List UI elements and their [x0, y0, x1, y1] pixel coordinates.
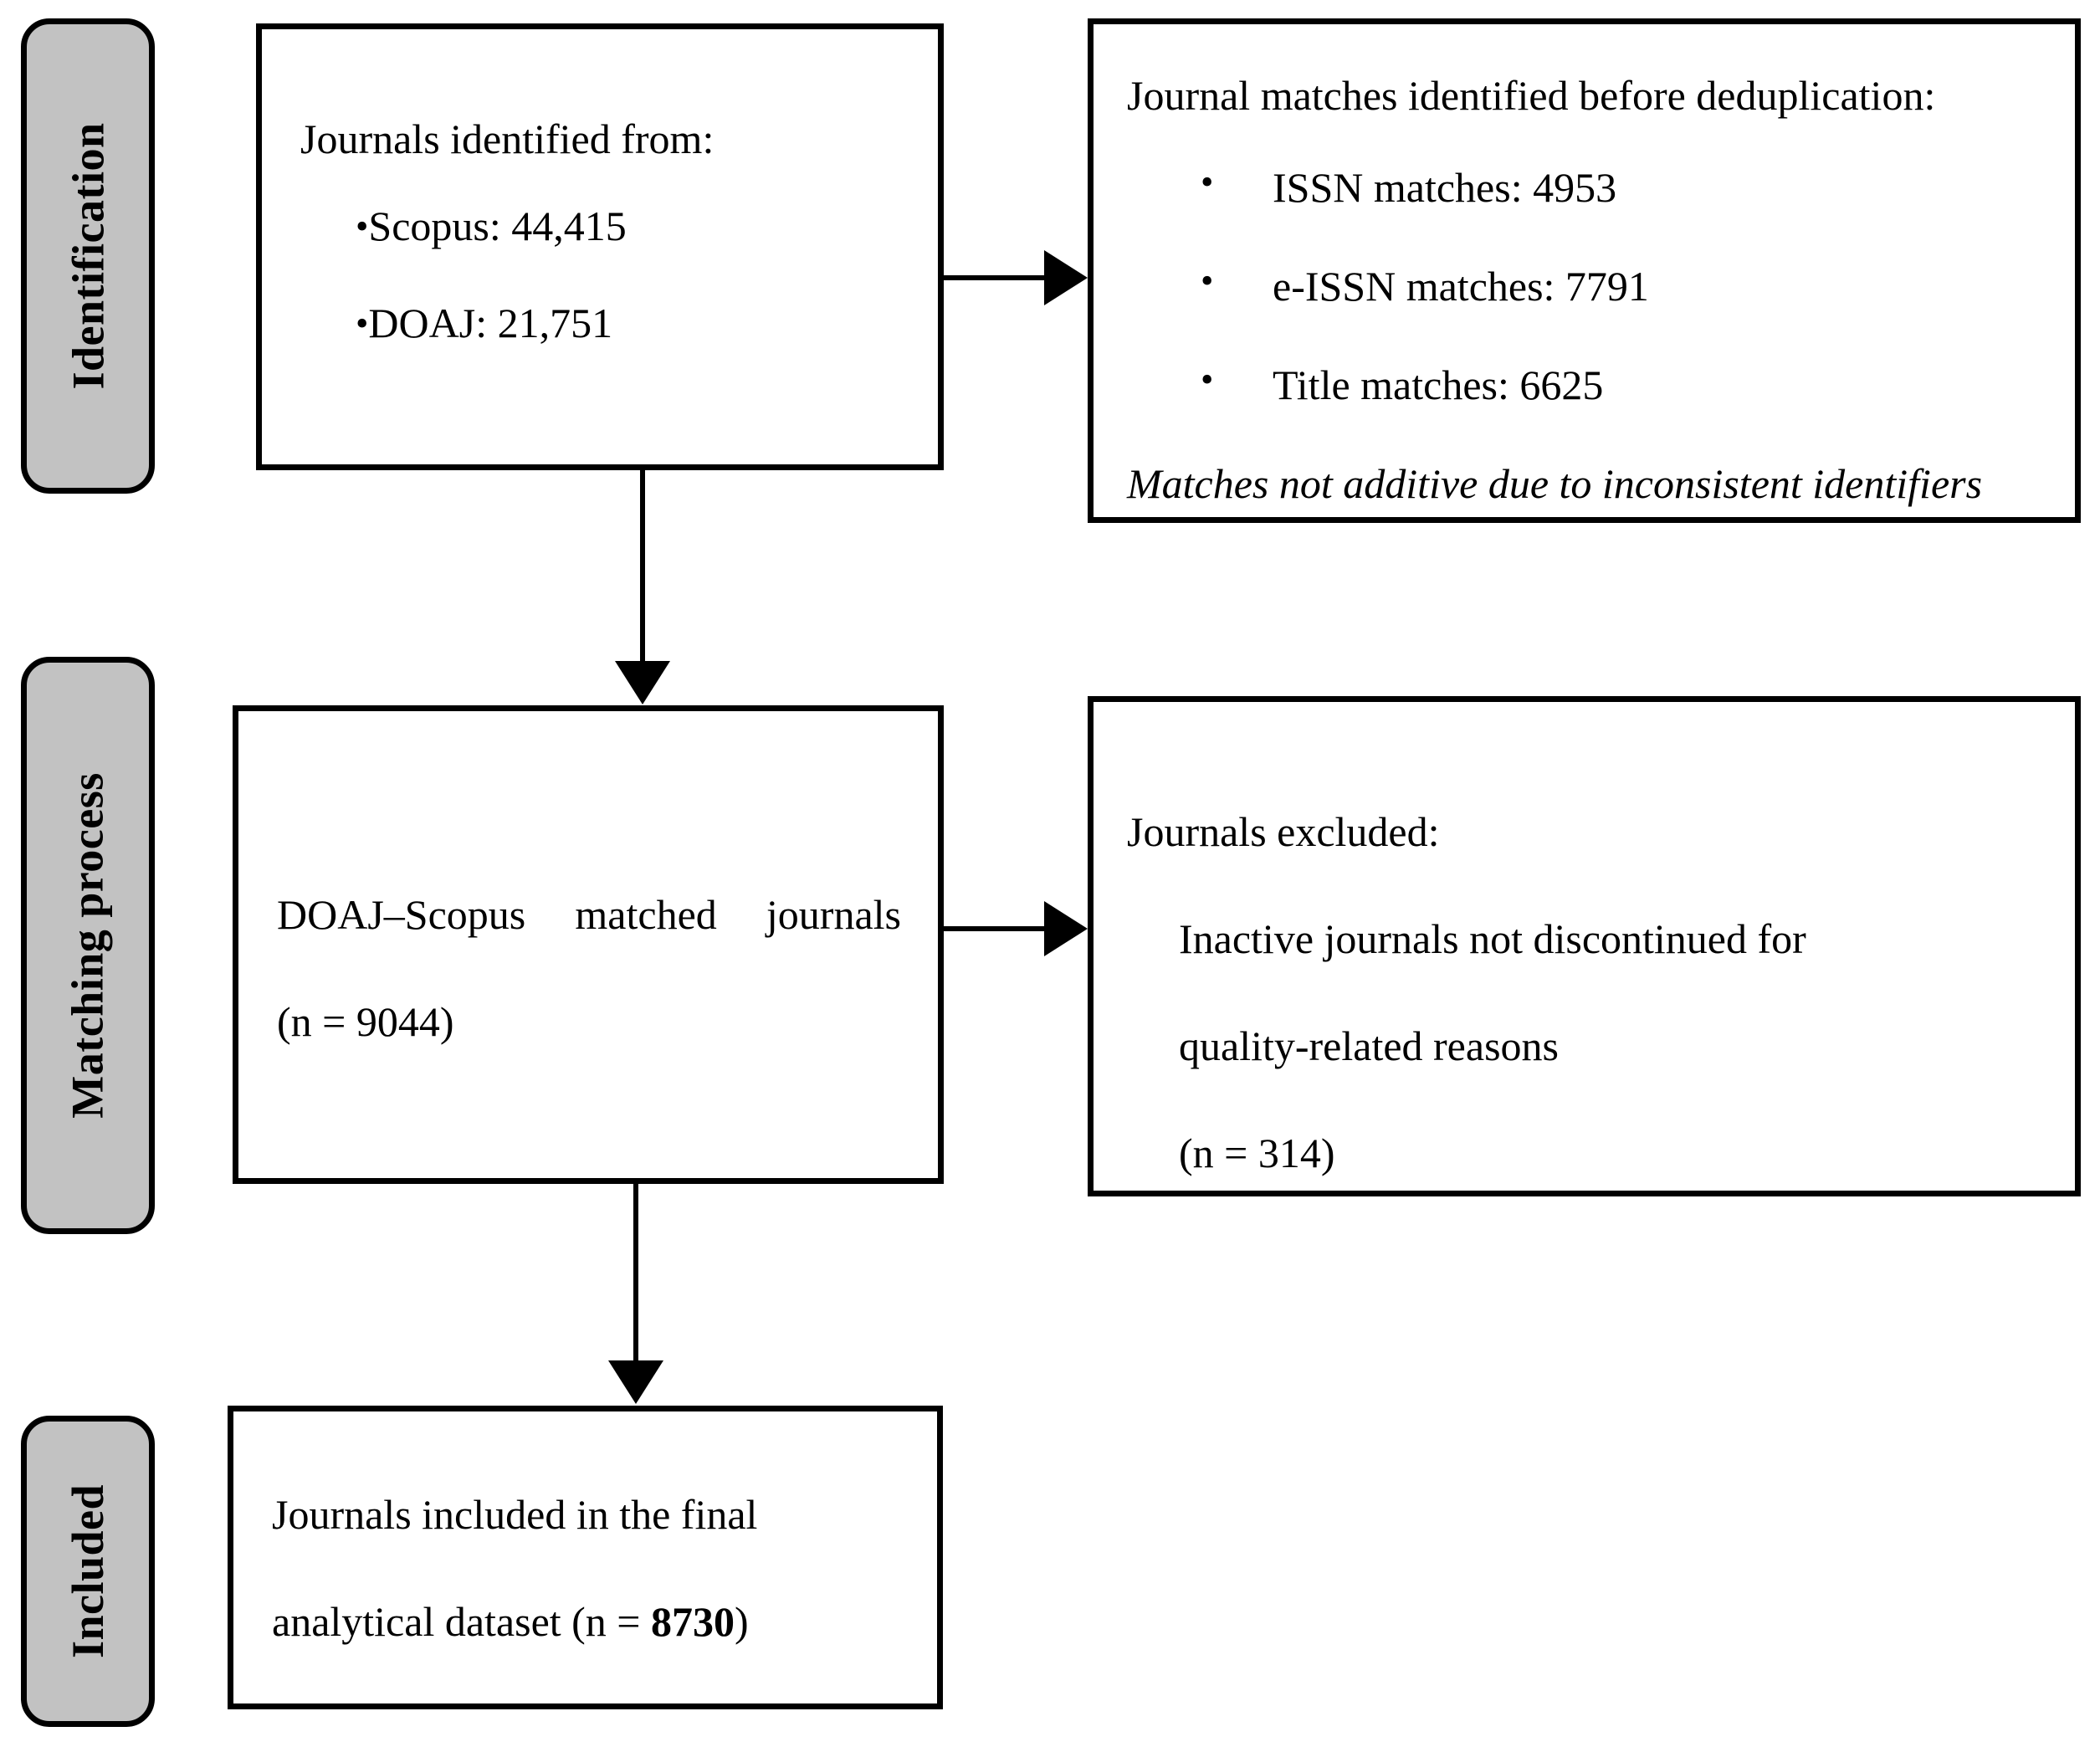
stage-tab-included: Included: [21, 1416, 155, 1727]
box-journals-excluded: Journals excluded: Inactive journals not…: [1088, 696, 2081, 1196]
spacer: [277, 935, 901, 1001]
journals-excluded-heading: Journals excluded:: [1127, 808, 1440, 855]
box-journals-identified: Journals identified from: •Scopus: 44,41…: [256, 23, 944, 470]
spacer: [1127, 1067, 2041, 1132]
stage-label-matching-process: Matching process: [63, 772, 114, 1119]
stage-tab-identification: Identification: [21, 18, 155, 494]
stage-label-included: Included: [63, 1483, 113, 1659]
journals-identified-source-list: •Scopus: 44,415 •DOAJ: 21,751: [300, 197, 904, 352]
stage-tab-matching-process: Matching process: [21, 657, 155, 1234]
box-final-dataset-content: Journals included in the final analytica…: [272, 1493, 904, 1642]
box-journal-matches: Journal matches identified before dedupl…: [1088, 18, 2081, 523]
spacer: [1127, 960, 2041, 1025]
journal-matches-note: Matches not additive due to inconsistent…: [1127, 460, 1983, 507]
spacer: [272, 1535, 904, 1601]
final-dataset-prefix: analytical dataset (n =: [272, 1598, 652, 1645]
list-item-issn-matches: ISSN matches: 4953: [1201, 156, 2041, 217]
bullet-glyph: •: [356, 206, 369, 247]
connector-identified-to-matched-arrowhead: [615, 661, 670, 704]
connector-matched-to-final-line: [633, 1184, 638, 1361]
final-dataset-suffix: ): [735, 1598, 749, 1645]
journal-matches-list: ISSN matches: 4953 e-ISSN matches: 7791 …: [1127, 156, 2041, 414]
journals-excluded-reason-line1: Inactive journals not discontinued for: [1179, 915, 1806, 962]
connector-matched-to-excluded-line: [944, 926, 1049, 931]
source-scopus-text: Scopus: 44,415: [368, 202, 627, 249]
spacer: [1127, 853, 2041, 918]
connector-identified-to-matches-line: [944, 275, 1049, 280]
connector-identified-to-matches-arrowhead: [1044, 250, 1088, 305]
connector-matched-to-final-arrowhead: [608, 1360, 663, 1404]
final-dataset-value: 8730: [651, 1598, 735, 1645]
final-dataset-line1: Journals included in the final: [272, 1491, 758, 1538]
connector-matched-to-excluded-arrowhead: [1044, 901, 1088, 956]
list-item-scopus: •Scopus: 44,415: [356, 197, 904, 255]
list-item-title-matches: Title matches: 6625: [1201, 354, 2041, 414]
source-doaj-text: DOAJ: 21,751: [368, 300, 613, 346]
connector-identified-to-matched-line: [640, 470, 645, 663]
box-journals-identified-content: Journals identified from: •Scopus: 44,41…: [300, 110, 904, 391]
matched-journals-count: (n = 9044): [277, 998, 454, 1045]
box-journal-matches-content: Journal matches identified before dedupl…: [1127, 66, 2041, 513]
final-dataset-line2: analytical dataset (n = 8730): [272, 1601, 904, 1642]
box-matched-journals-content: DOAJ–Scopus matched journals (n = 9044): [277, 894, 901, 1043]
list-item-doaj: •DOAJ: 21,751: [356, 294, 904, 352]
journals-excluded-count: (n = 314): [1179, 1130, 1335, 1176]
box-journals-excluded-content: Journals excluded: Inactive journals not…: [1127, 811, 2041, 1174]
bullet-glyph: •: [356, 303, 369, 344]
list-item-eissn-matches: e-ISSN matches: 7791: [1201, 255, 2041, 315]
stage-label-identification: Identification: [63, 122, 114, 390]
journals-excluded-reason-line2: quality-related reasons: [1179, 1022, 1559, 1069]
journal-matches-heading: Journal matches identified before dedupl…: [1127, 72, 1936, 119]
matched-journals-line1: DOAJ–Scopus matched journals: [277, 891, 901, 938]
box-matched-journals: DOAJ–Scopus matched journals (n = 9044): [233, 705, 944, 1184]
box-final-dataset: Journals included in the final analytica…: [228, 1406, 943, 1709]
journals-identified-heading: Journals identified from:: [300, 115, 715, 162]
